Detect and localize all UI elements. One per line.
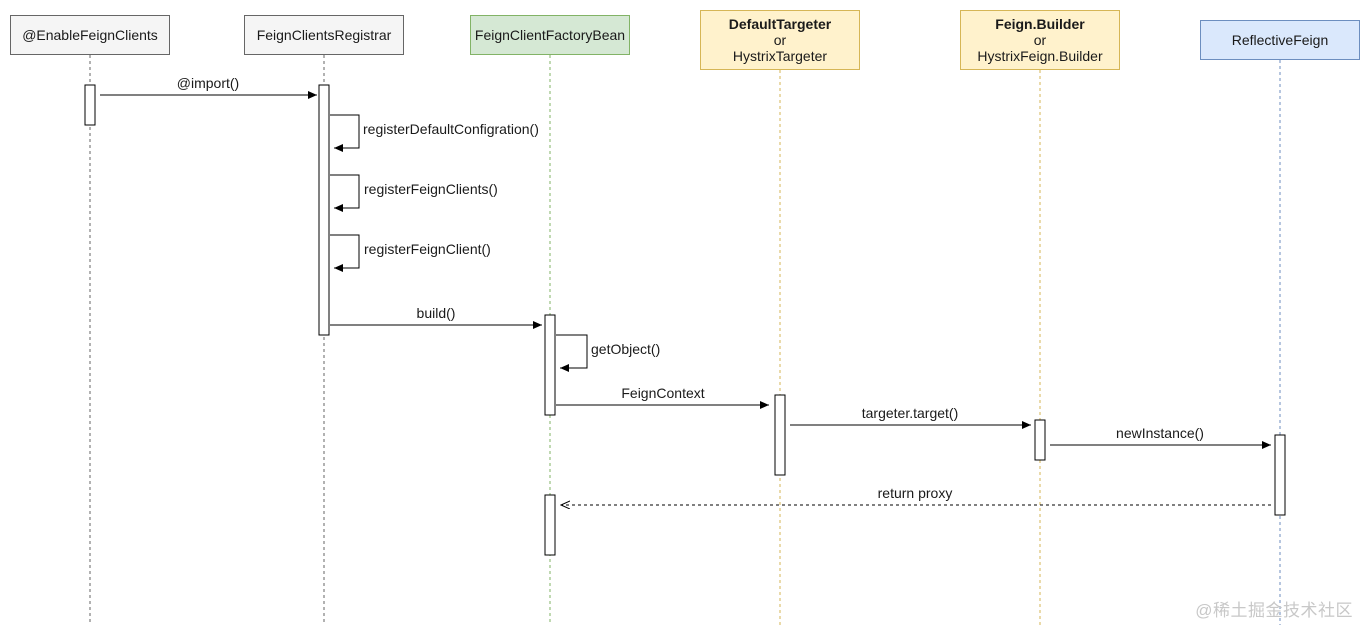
message-label-return-proxy: return proxy — [877, 485, 953, 501]
activation-bar-registrar — [318, 84, 330, 336]
message-label-targeter-target: targeter.target() — [861, 405, 959, 421]
participant-title: DefaultTargeter — [728, 16, 832, 32]
activation-bar-builder — [1034, 419, 1046, 461]
message-label-feign-context: FeignContext — [621, 385, 705, 401]
participant-label: or — [1033, 32, 1047, 48]
activation-bar-targeter — [774, 394, 786, 476]
participant-label: or — [773, 32, 787, 48]
participant-factorybean: FeignClientFactoryBean — [470, 15, 630, 55]
participant-label: HystrixFeign.Builder — [977, 48, 1103, 64]
self-message-arrow-reg-client — [330, 234, 360, 272]
activation-bar-factorybean — [544, 494, 556, 556]
self-message-arrow-get-object — [556, 334, 588, 372]
participant-label: FeignClientFactoryBean — [474, 27, 626, 43]
message-label-import: @import() — [176, 75, 240, 91]
participant-label: ReflectiveFeign — [1231, 32, 1329, 48]
participant-label: HystrixTargeter — [732, 48, 828, 64]
self-message-arrow-reg-default — [330, 114, 360, 152]
participant-title: Feign.Builder — [995, 16, 1085, 32]
participant-label: FeignClientsRegistrar — [256, 27, 392, 43]
activation-bar-factorybean — [544, 314, 556, 416]
message-label-reg-client: registerFeignClient() — [364, 241, 491, 257]
message-label-reg-clients: registerFeignClients() — [364, 181, 498, 197]
activation-bar-enable — [84, 84, 96, 126]
participant-enable: @EnableFeignClients — [10, 15, 170, 55]
message-label-build: build() — [416, 305, 456, 321]
participant-label: @EnableFeignClients — [22, 27, 158, 43]
message-label-new-instance: newInstance() — [1116, 425, 1204, 441]
participant-registrar: FeignClientsRegistrar — [244, 15, 404, 55]
watermark-text: @稀土掘金技术社区 — [1195, 601, 1353, 620]
activation-bar-reflective — [1274, 434, 1286, 516]
self-message-arrow-reg-clients — [330, 174, 360, 212]
message-label-get-object: getObject() — [591, 341, 661, 357]
participant-reflective: ReflectiveFeign — [1200, 20, 1360, 60]
message-label-reg-default: registerDefaultConfigration() — [363, 121, 539, 137]
